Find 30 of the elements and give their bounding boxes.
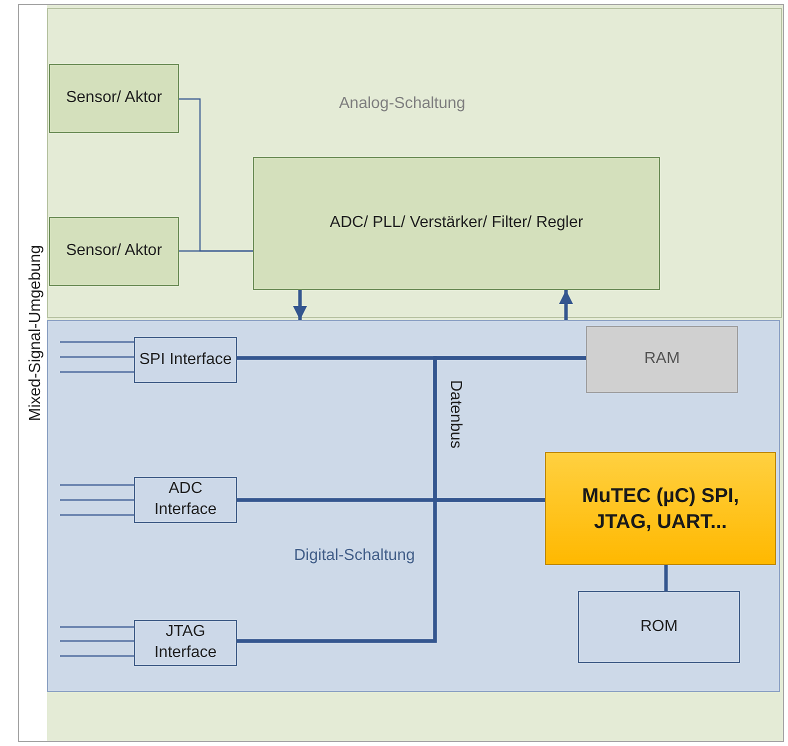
- connector-line: [60, 655, 134, 657]
- interface-box: ADC Interface: [134, 477, 237, 523]
- connector-line: [60, 341, 134, 343]
- sensor-box: Sensor/ Aktor: [49, 217, 179, 286]
- sensor-box: Sensor/ Aktor: [49, 64, 179, 133]
- arrow: [559, 290, 573, 320]
- bus-line: [237, 498, 545, 643]
- panel-title: Analog-Schaltung: [339, 95, 466, 113]
- connector-line: [179, 250, 253, 252]
- frame-title: Mixed-Signal-Umgebung: [27, 245, 45, 422]
- connector-line: [60, 356, 134, 358]
- memory-box: ROM: [578, 591, 740, 663]
- bus-label: Datenbus: [446, 380, 464, 448]
- connector-line: [60, 484, 134, 486]
- controller-box: MuTEC (µC) SPI, JTAG, UART...: [545, 452, 776, 565]
- memory-box: RAM: [586, 326, 738, 393]
- panel-title: Digital-Schaltung: [294, 547, 415, 565]
- interface-box: JTAG Interface: [134, 620, 237, 666]
- digital-panel: [47, 320, 780, 692]
- arrow: [293, 290, 307, 320]
- connector-line: [60, 371, 134, 373]
- connector-line: [60, 640, 134, 642]
- analog-block: ADC/ PLL/ Verstärker/ Filter/ Regler: [253, 157, 660, 290]
- interface-box: SPI Interface: [134, 337, 237, 383]
- connector-line: [60, 499, 134, 501]
- bus-line: [664, 565, 668, 591]
- outer-frame: [18, 4, 784, 742]
- connector-line: [60, 514, 134, 516]
- analog-panel: [47, 8, 782, 318]
- connector-line: [60, 626, 134, 628]
